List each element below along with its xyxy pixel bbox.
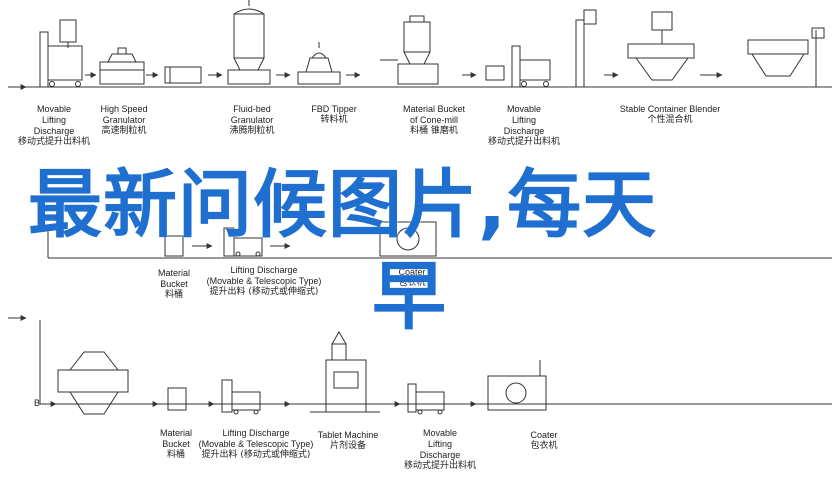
coater-icon: [379, 221, 437, 257]
fbd-tipper-icon: [297, 42, 341, 85]
cone-mill-icon: [380, 15, 439, 85]
overlay-headline-line1: 最新问候图片,每天: [28, 162, 658, 248]
label-lifting-discharge: Lifting Discharge(Movable & Telescopic T…: [206, 265, 322, 297]
material-bucket-icon: [164, 235, 184, 257]
tablet-machine-icon: [310, 331, 380, 413]
conveyor-box-icon: [164, 66, 202, 84]
lifting-discharge-icon: [223, 227, 263, 257]
movable-lifting-discharge-icon: [39, 19, 83, 88]
movable-lifting-discharge-icon: [407, 383, 445, 415]
stable-container-blender-icon: [575, 9, 695, 88]
container-blender-icon: [57, 351, 129, 415]
high-speed-granulator-icon: [99, 47, 145, 85]
label-lifting-discharge-2: Lifting Discharge(Movable & Telescopic T…: [198, 428, 314, 460]
overlay-headline-line2: 早: [372, 254, 447, 340]
coater-icon: [487, 360, 547, 411]
fluid-bed-granulator-icon: [227, 0, 271, 85]
material-bucket-icon: [167, 387, 187, 411]
row3-marker-label: B: [34, 398, 41, 408]
movable-lifting-discharge-icon: [485, 45, 551, 88]
lifting-discharge-icon: [221, 379, 261, 415]
blender-icon: [747, 27, 825, 87]
